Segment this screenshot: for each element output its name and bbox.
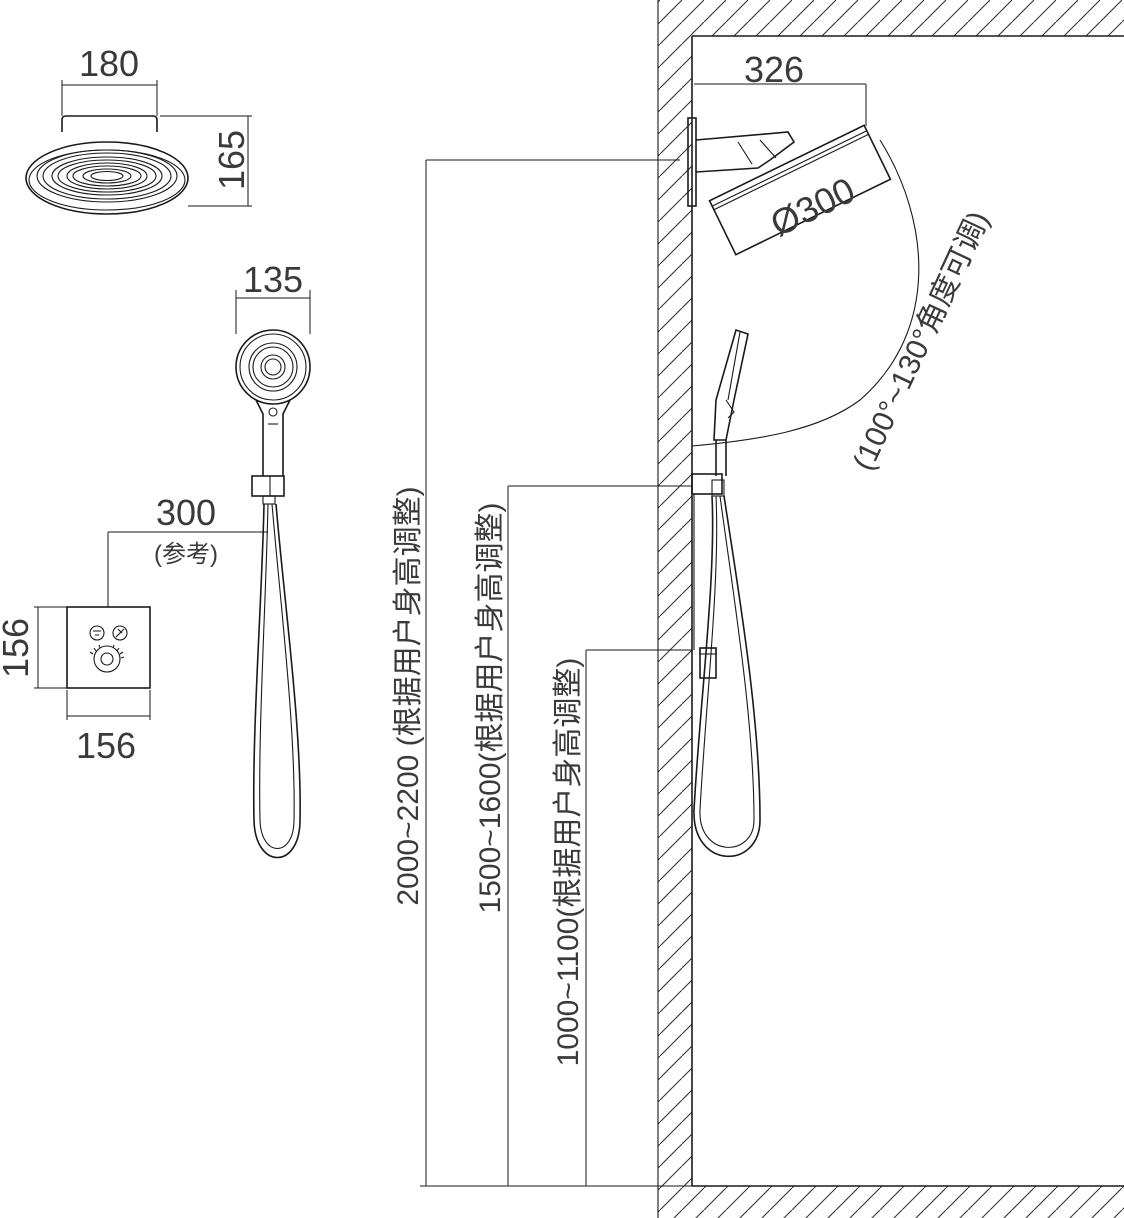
wall-section: [657, 0, 1124, 1218]
panel-offset-label: 300: [156, 492, 216, 533]
arm-length-label: 326: [744, 49, 804, 90]
height-top-label: 2000~2200 (根据用户身高调整): [392, 486, 425, 905]
top-height-label: 165: [211, 130, 252, 190]
height-mid-label: 1500~1600(根据用户身高调整): [474, 503, 507, 914]
panel-height-label: 156: [0, 618, 36, 678]
control-panel-front-view: [34, 531, 268, 720]
hand-shower-front-view: [235, 290, 311, 859]
panel-offset-note: (参考): [154, 541, 218, 568]
overhead-shower-top-view: [25, 80, 252, 215]
height-dimension-lines: [420, 159, 692, 1187]
hand-width-label: 135: [243, 259, 303, 300]
hand-shower-side-view: [691, 328, 761, 858]
panel-width-label: 156: [76, 725, 136, 766]
overhead-shower-side-view: [687, 83, 920, 447]
height-low-label: 1000~1100(根据用户身高调整): [552, 658, 585, 1067]
top-width-label: 180: [79, 43, 139, 84]
